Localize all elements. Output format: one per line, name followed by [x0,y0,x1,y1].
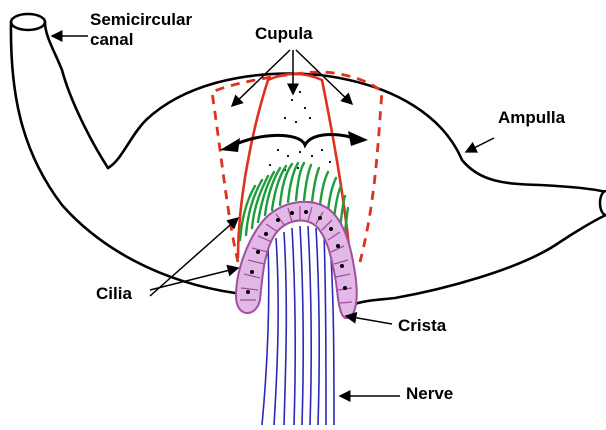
label-semicircular-line2: canal [90,30,133,49]
deflection-arrow [220,131,368,152]
nerve-fibers [262,226,334,425]
label-semicircular-line1: Semicircular [90,10,192,29]
label-cupula: Cupula [255,24,313,43]
label-crista: Crista [398,316,446,335]
cupula-dots [269,91,331,171]
label-ampulla: Ampulla [498,108,565,127]
ampulla-outline [11,22,606,305]
label-nerve: Nerve [406,384,453,403]
canal-opening [11,14,45,30]
exit-tube-end [600,191,606,215]
label-cilia: Cilia [96,284,132,303]
